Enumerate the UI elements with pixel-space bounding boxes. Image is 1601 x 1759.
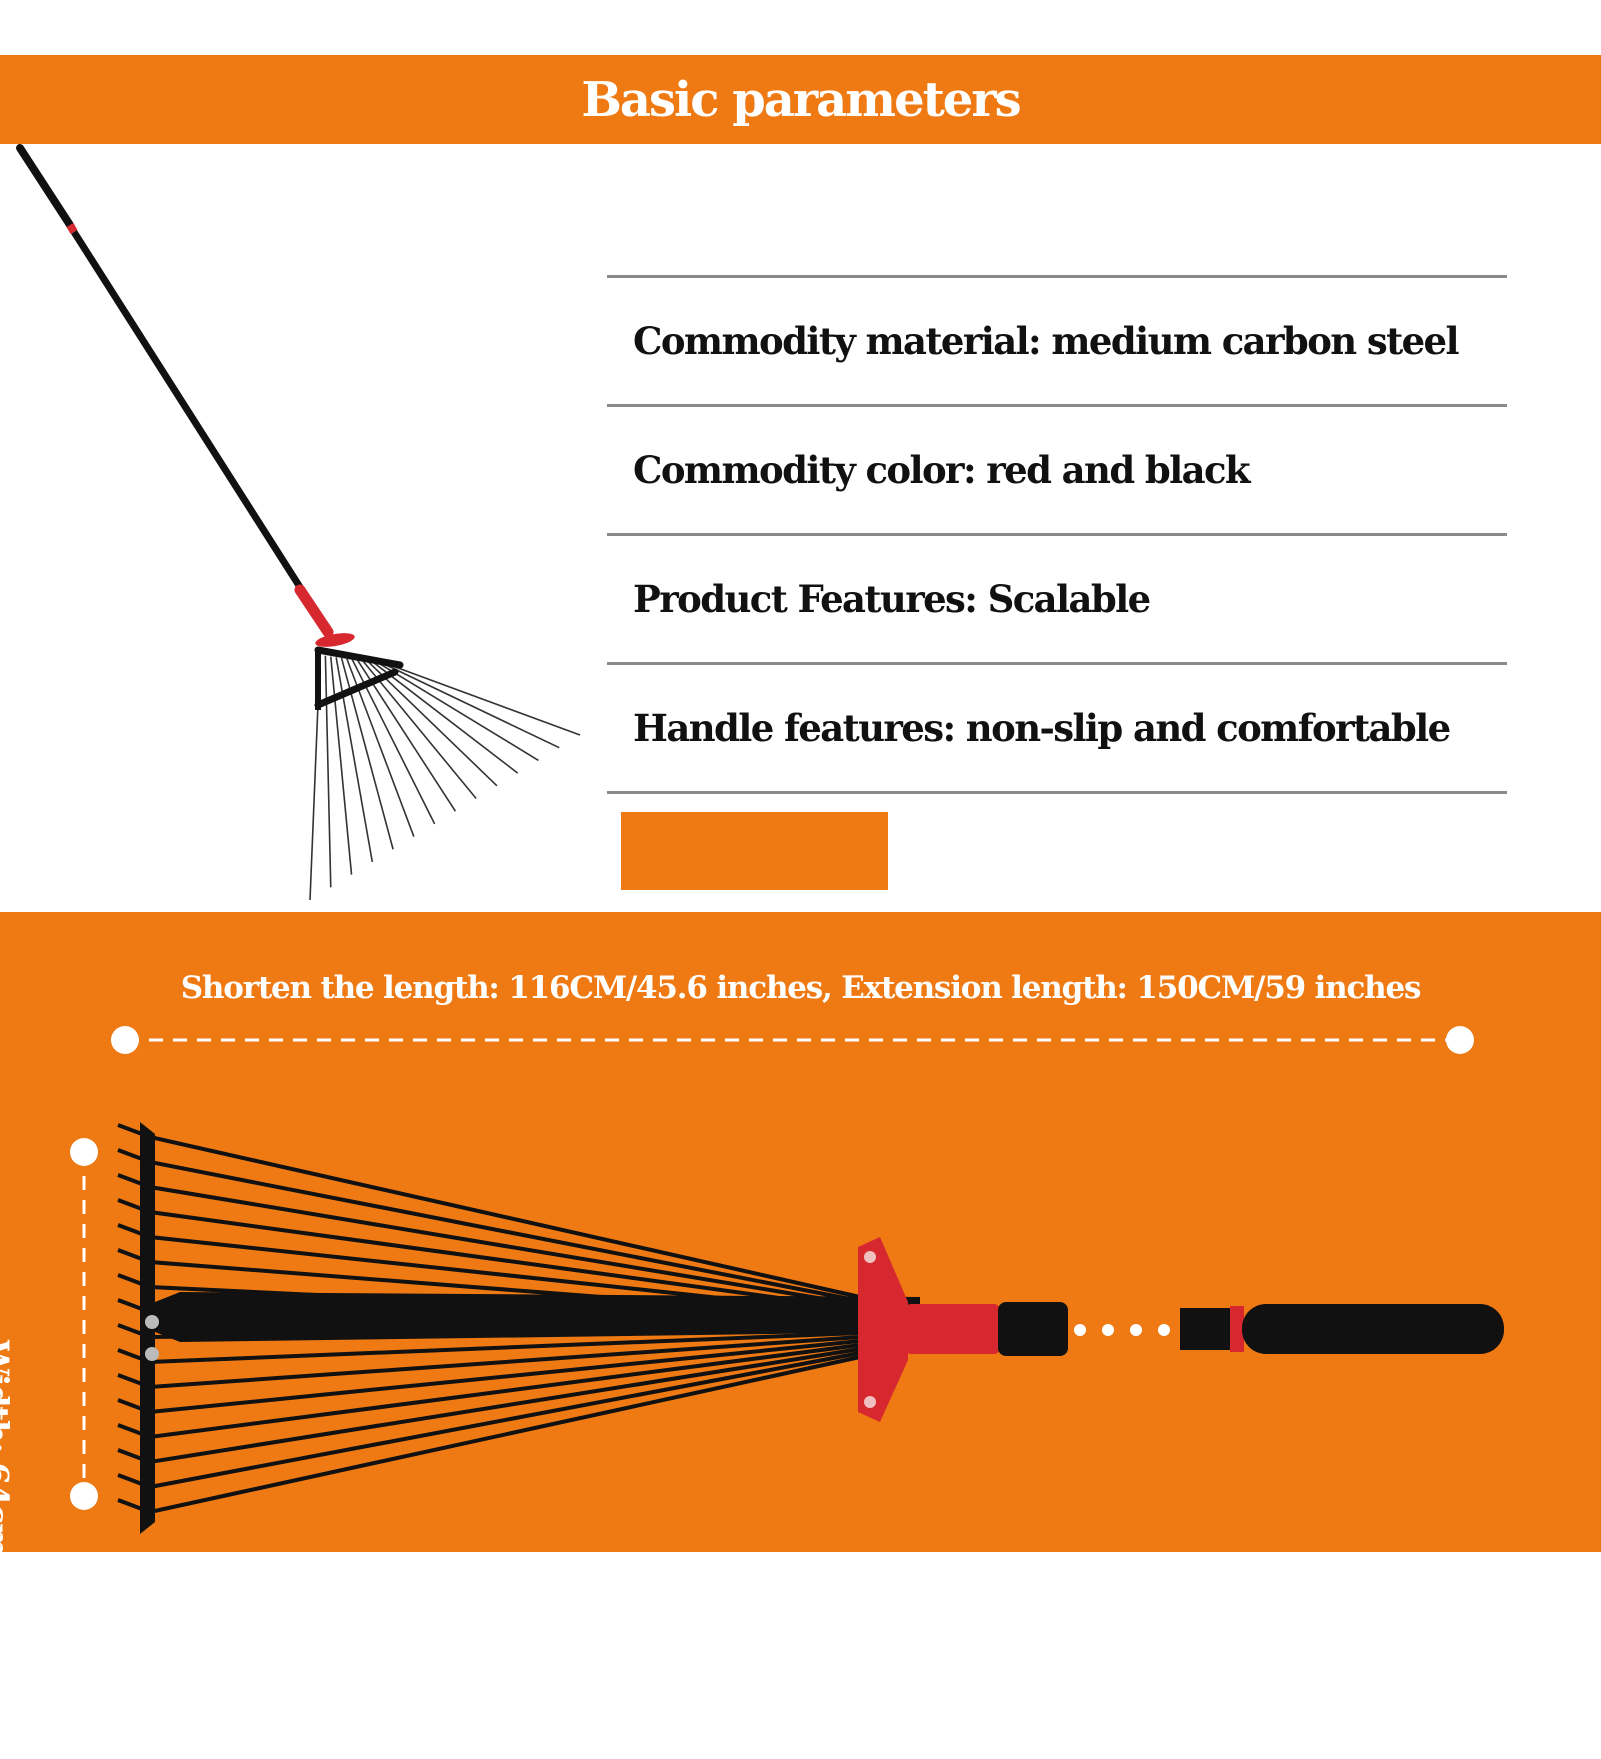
parameter-list: Commodity material: medium carbon steel … — [607, 275, 1507, 794]
orange-accent-block — [621, 812, 888, 890]
title-banner: Basic parameters — [0, 55, 1601, 144]
width-measure-line — [70, 1138, 98, 1510]
rake-tine — [362, 660, 477, 799]
length-measure-line — [111, 1026, 1474, 1054]
rake-tine — [117, 1123, 861, 1299]
param-features: Product Features: Scalable — [633, 577, 1151, 621]
rake-tine — [324, 655, 332, 888]
rake-tine — [357, 659, 457, 812]
rake-tine — [117, 1351, 861, 1490]
divider — [607, 791, 1507, 794]
divider — [607, 275, 1507, 278]
width-label: Width: 64cm/25.1 inches — [0, 1340, 16, 1759]
rake-tine — [378, 662, 539, 762]
divider — [607, 662, 1507, 665]
rake-closeup-illustration — [70, 1026, 1504, 1534]
rake-tine — [117, 1173, 861, 1307]
rake-tine — [117, 1339, 861, 1415]
rake-tine — [367, 661, 498, 787]
rake-tine — [389, 664, 581, 736]
length-label: Shorten the length: 116CM/45.6 inches, E… — [180, 970, 1422, 1006]
param-color: Commodity color: red and black — [633, 448, 1251, 492]
divider — [607, 533, 1507, 536]
banner-title: Basic parameters — [581, 71, 1021, 128]
divider — [607, 404, 1507, 407]
param-material: Commodity material: medium carbon steel — [633, 319, 1460, 363]
rake-tine — [117, 1148, 861, 1303]
rake-tine — [329, 656, 353, 875]
dimensions-panel: Shorten the length: 116CM/45.6 inches, E… — [0, 912, 1601, 1552]
rake-product-illustration — [16, 144, 581, 901]
rake-tine — [384, 663, 560, 749]
rake-tine — [373, 662, 519, 774]
param-handle: Handle features: non-slip and comfortabl… — [633, 706, 1451, 750]
